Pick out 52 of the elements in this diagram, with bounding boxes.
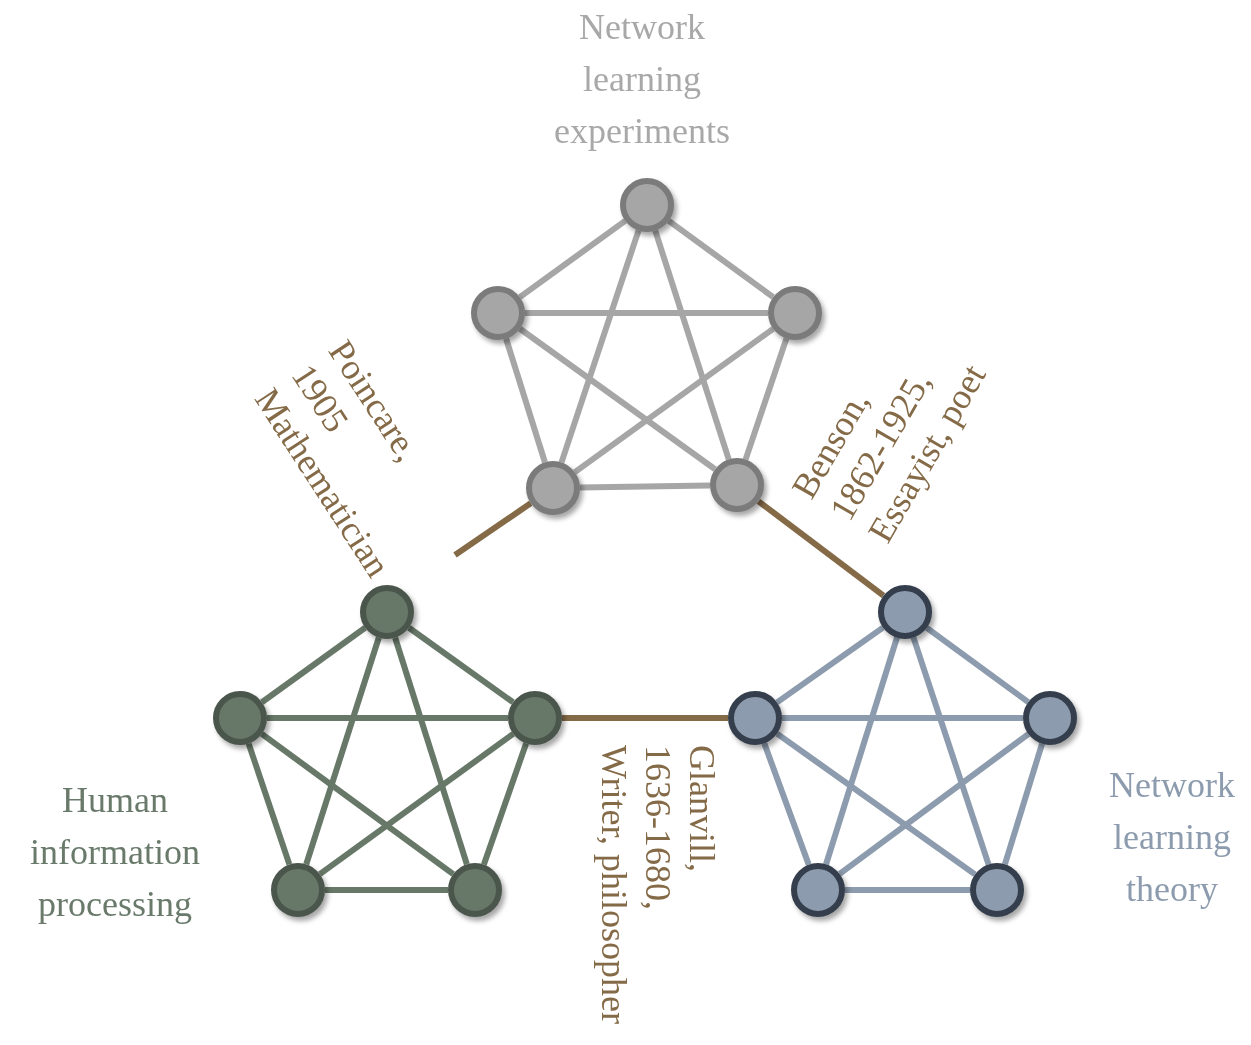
node-circle — [271, 863, 325, 917]
node-circle — [970, 863, 1024, 917]
group-title: Human information processing — [29, 779, 201, 926]
group-title: Network learning experiments — [553, 6, 731, 153]
connector-line — [782, 715, 1023, 721]
node-circle — [768, 286, 822, 340]
connector-line — [761, 742, 812, 866]
connector-line — [407, 625, 515, 705]
connector-line — [525, 310, 768, 316]
connector-line — [742, 337, 790, 461]
connector-line — [481, 742, 529, 866]
connector-line — [303, 636, 382, 866]
connector-line — [1002, 742, 1045, 866]
connector-line — [756, 498, 886, 599]
connector-line — [453, 500, 533, 558]
node-circle — [728, 691, 782, 745]
connector-line — [392, 636, 470, 866]
connector-line — [910, 636, 992, 866]
connector-line — [503, 337, 548, 464]
connector-line — [667, 218, 775, 300]
node-circle — [526, 461, 580, 515]
group-title: Network learning theory — [1108, 764, 1236, 911]
connector-line — [245, 742, 293, 866]
connector-line — [518, 218, 627, 300]
node-circle — [620, 178, 674, 232]
connector-line — [318, 731, 515, 877]
node-circle — [710, 458, 764, 512]
connector-line — [518, 326, 717, 472]
connector-line — [775, 731, 977, 877]
connector-line — [573, 326, 775, 475]
annotation-text: Glanvill, 1636-1680, Writer, philosopher — [593, 745, 723, 1025]
connector-line — [267, 715, 508, 721]
node-circle — [791, 863, 845, 917]
node-circle — [213, 691, 267, 745]
node-circle — [1023, 691, 1077, 745]
connector-line — [260, 731, 455, 877]
connector-line — [845, 887, 970, 893]
connector-line — [823, 636, 900, 866]
connector-line — [775, 625, 885, 705]
connector-line — [652, 229, 732, 461]
connector-line — [579, 482, 711, 491]
connector-line — [925, 625, 1030, 705]
connector-line — [837, 731, 1031, 877]
connector-line — [562, 715, 728, 721]
node-circle — [448, 863, 502, 917]
node-circle — [360, 585, 414, 639]
node-circle — [878, 585, 932, 639]
connector-line — [325, 887, 448, 893]
node-circle — [508, 691, 562, 745]
node-circle — [471, 286, 525, 340]
connector-line — [558, 229, 642, 464]
connector-line — [260, 625, 367, 705]
